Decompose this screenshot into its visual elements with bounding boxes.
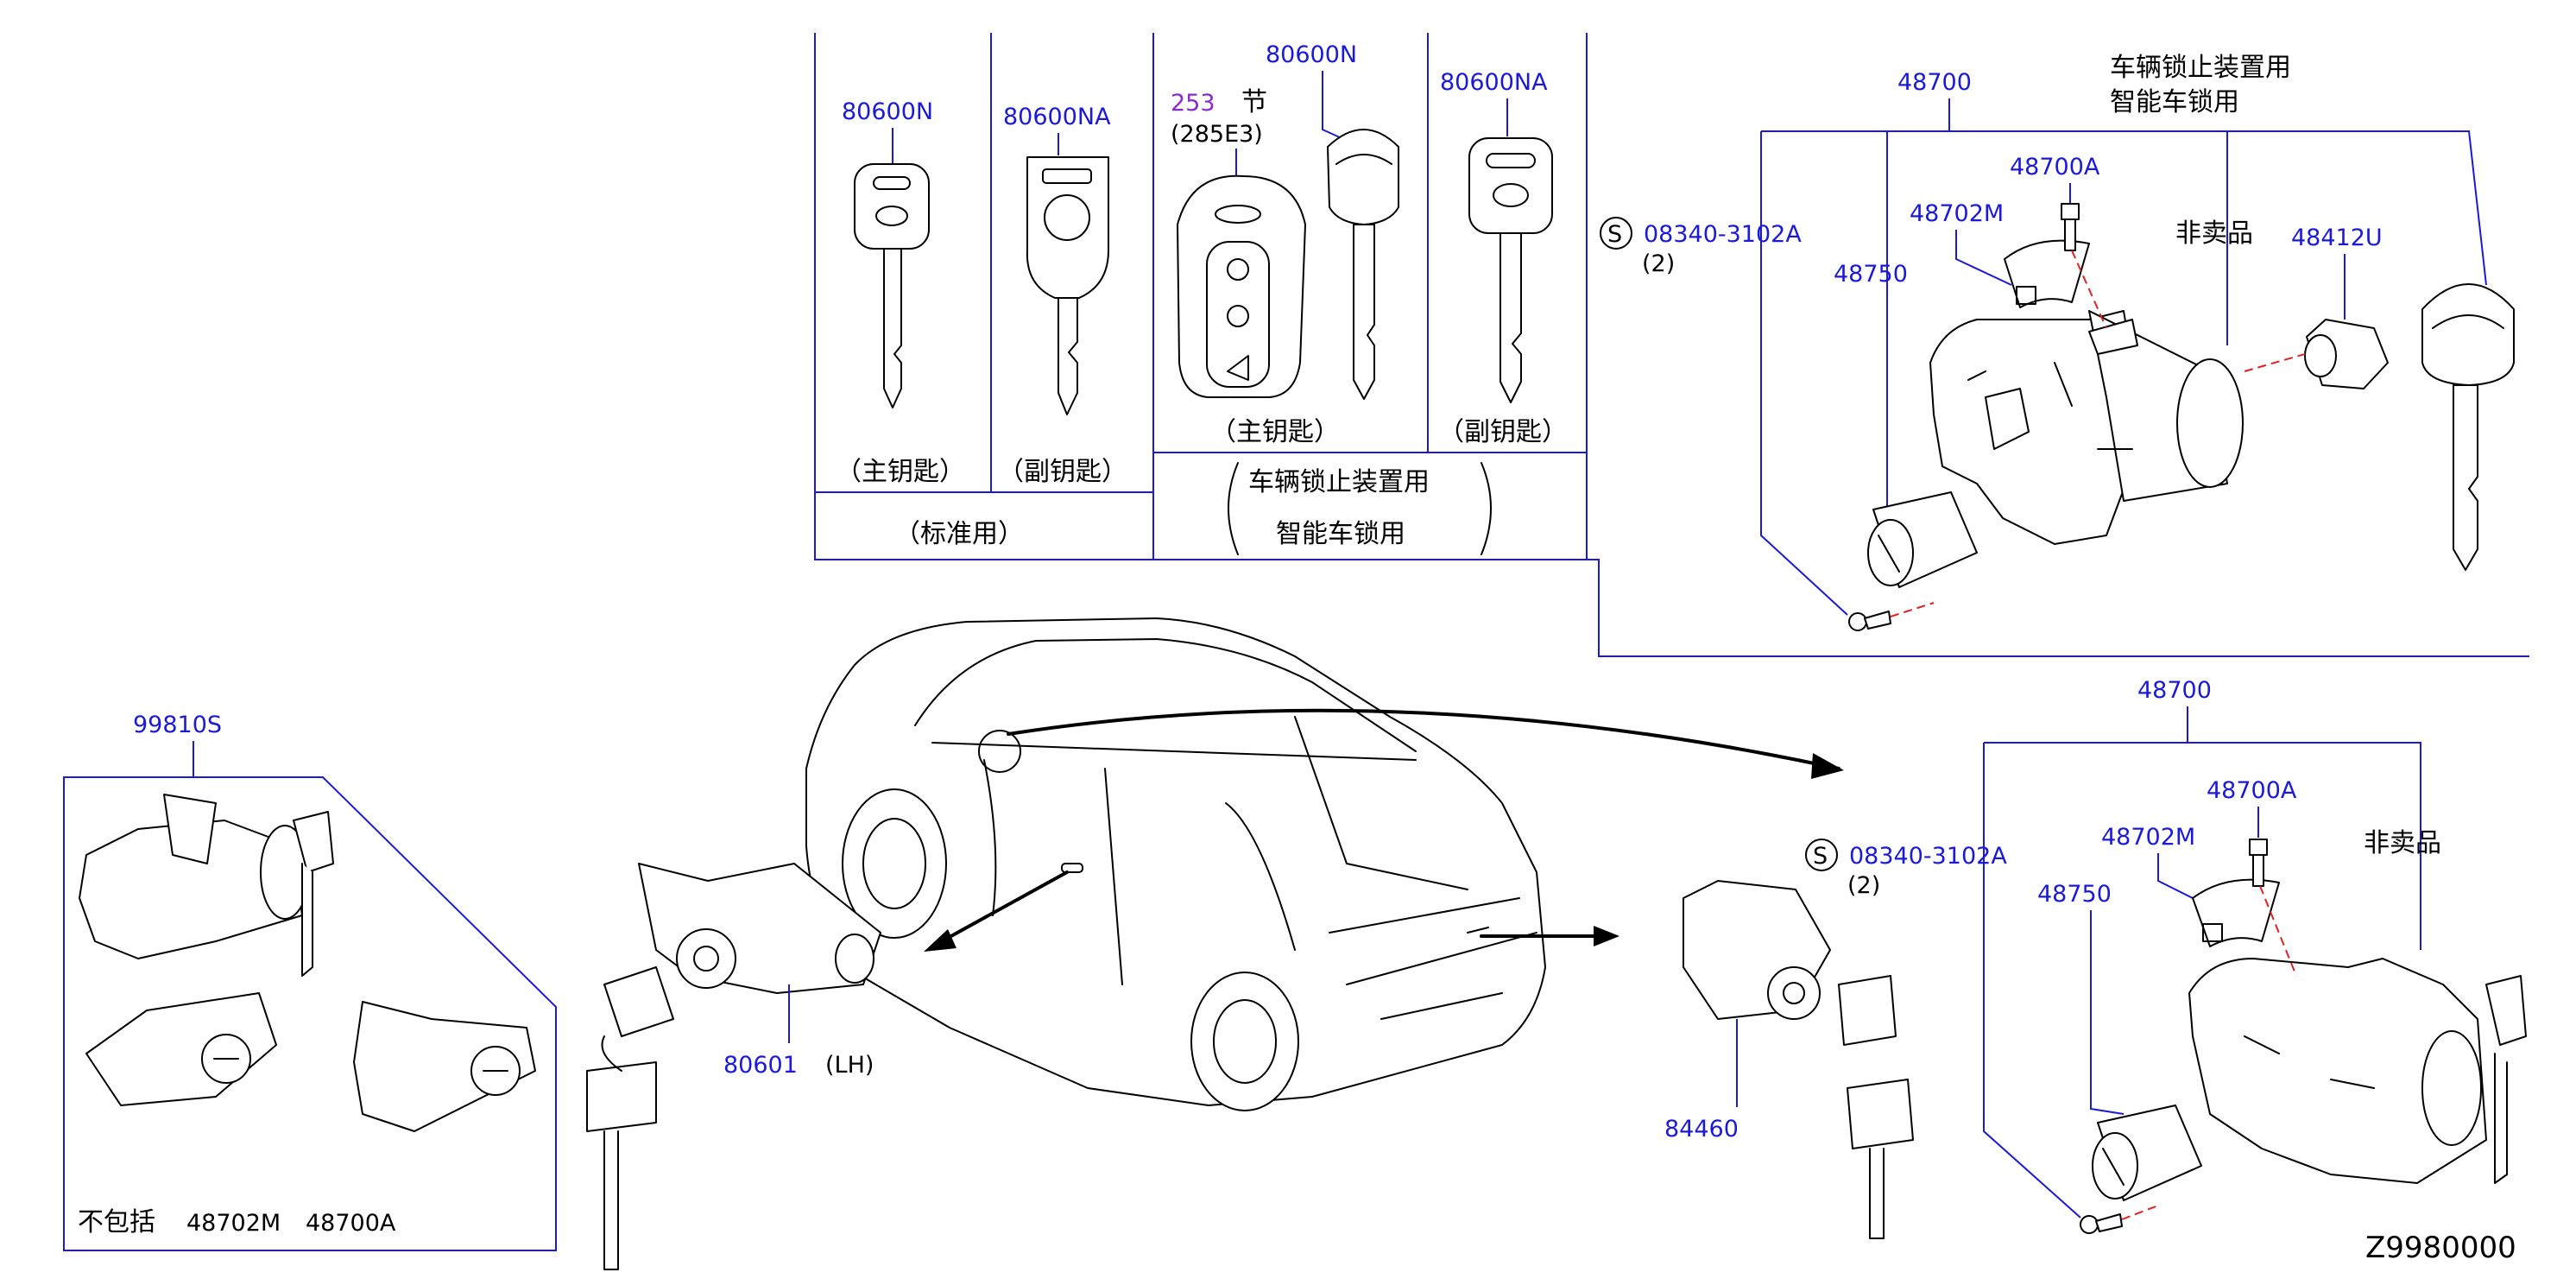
- guide-line: [1890, 602, 1935, 617]
- section-ref-253[interactable]: 253: [1171, 90, 1215, 117]
- door-lock-side: (LH): [825, 1052, 874, 1079]
- not-for-sale-upper: 非卖品: [2175, 218, 2253, 249]
- lock-set-kit: 99810S 不包括 48702M 48700A: [63, 712, 557, 1251]
- guide-line: [2244, 353, 2306, 372]
- screw-illustration: [1848, 611, 1891, 631]
- screw-symbol-circle-lower: [1805, 839, 1838, 871]
- smart-key-fob-illustration: [1177, 174, 1306, 398]
- leader-line: [2090, 910, 2125, 1115]
- smart-key-code: (285E3): [1171, 121, 1263, 148]
- part-number-80600NA[interactable]: 80600NA: [1003, 104, 1111, 130]
- label-master-key-smart: （主钥匙）: [1210, 417, 1340, 447]
- label-excludes: 不包括: [78, 1207, 155, 1238]
- label-sub-key-smart: （副钥匙）: [1438, 417, 1568, 447]
- screw-symbol-lower: S: [1813, 843, 1828, 870]
- transponder-48412U-illustration: [2304, 319, 2389, 389]
- leader-line: [1955, 230, 2012, 286]
- part-number-48700-upper[interactable]: 48700: [1897, 69, 1972, 96]
- screw-quantity: (2): [1642, 250, 1675, 277]
- part-number-99810S[interactable]: 99810S: [133, 712, 222, 738]
- callout-arrows: [924, 708, 1844, 952]
- bracket-48700: [1761, 130, 2487, 286]
- upper-box-border: [1587, 559, 2529, 657]
- note-immobilizer-2: 智能车锁用: [2110, 87, 2239, 117]
- part-number-08340-3102A-upper[interactable]: 08340-3102A: [1644, 221, 1802, 248]
- ignition-body-illustration: [1929, 239, 2244, 545]
- part-number-48750-upper[interactable]: 48750: [1834, 261, 1908, 288]
- label-standard: （标准用）: [894, 519, 1024, 549]
- part-number-80600NA-smart[interactable]: 80600NA: [1440, 69, 1548, 96]
- guide-line: [2259, 885, 2297, 977]
- label-immobilizer-2: 智能车锁用: [1276, 519, 1405, 549]
- upper-ignition-assembly: 48700 车辆锁止装置用 智能车锁用 S 08340-3102A (2) 48…: [1587, 53, 2529, 657]
- excluded-part-48700A: 48700A: [306, 1210, 396, 1237]
- door-lock-assembly: 80601 (LH): [586, 863, 881, 1270]
- bracket-left: [1228, 462, 1239, 555]
- lower-ignition-body-illustration: [2188, 878, 2527, 1184]
- leader-line: [1322, 71, 1342, 139]
- lower-ignition-assembly: 48700 S 08340-3102A (2) 48700A 48702M 非卖…: [1805, 677, 2527, 1234]
- part-number-48750-lower[interactable]: 48750: [2037, 881, 2112, 908]
- key-cylinder-illustration: [1867, 491, 1978, 588]
- lower-screw-illustration: [2080, 1213, 2123, 1234]
- part-number-84460[interactable]: 84460: [1664, 1116, 1739, 1143]
- leader-line: [1983, 743, 2081, 1219]
- screw-symbol: S: [1607, 221, 1622, 248]
- emergency-key-illustration: [1327, 129, 1399, 400]
- part-number-80601[interactable]: 80601: [723, 1052, 798, 1079]
- car-illustration: [805, 617, 1546, 1111]
- bracket-right: [1481, 462, 1492, 555]
- kit-door-cylinder-illustration: [85, 992, 277, 1106]
- guide-line: [2071, 250, 2107, 329]
- part-number-48702M-lower[interactable]: 48702M: [2101, 824, 2195, 851]
- key-table-border: [814, 33, 1588, 560]
- label-immobilizer-1: 车辆锁止装置用: [1248, 467, 1430, 497]
- leader-line: [1760, 131, 1848, 616]
- master-key-illustration: [854, 163, 930, 408]
- label-master-key: （主钥匙）: [836, 457, 965, 487]
- guide-line: [2121, 1205, 2159, 1220]
- part-number-48412U[interactable]: 48412U: [2291, 225, 2383, 251]
- sub-key-illustration: [1026, 156, 1109, 415]
- key-table: 80600N （主钥匙） 80600NA （副钥匙） 253 节 (285E3): [814, 33, 1588, 560]
- bolt-48700A-illustration: [2061, 203, 2080, 251]
- part-number-48700A-upper[interactable]: 48700A: [2010, 154, 2100, 180]
- sub-key-smart-illustration: [1468, 137, 1553, 403]
- part-number-48702M-upper[interactable]: 48702M: [1910, 200, 2004, 227]
- leader-line: [1886, 131, 1916, 510]
- section-suffix: 节: [1241, 87, 1267, 117]
- screw-quantity-lower: (2): [1847, 872, 1880, 899]
- trunk-lock-assembly: 84460: [1664, 880, 1914, 1239]
- lower-key-cylinder-illustration: [2092, 1105, 2202, 1201]
- kit-ignition-illustration: [79, 794, 334, 977]
- kit-trunk-cylinder-illustration: [353, 1001, 536, 1132]
- excluded-part-48702M: 48702M: [186, 1210, 281, 1237]
- not-for-sale-lower: 非卖品: [2364, 828, 2441, 858]
- part-number-48700-lower[interactable]: 48700: [2137, 677, 2212, 704]
- ignition-key-illustration: [2421, 283, 2515, 571]
- label-sub-key: （副钥匙）: [998, 457, 1127, 487]
- part-number-80600N-emergency[interactable]: 80600N: [1266, 41, 1357, 68]
- part-number-08340-3102A-lower[interactable]: 08340-3102A: [1849, 843, 2007, 870]
- lower-bolt-48700A-illustration: [2249, 839, 2268, 887]
- part-number-48700A-lower[interactable]: 48700A: [2207, 777, 2297, 804]
- note-immobilizer-1: 车辆锁止装置用: [2110, 53, 2291, 83]
- screw-symbol-circle: [1600, 217, 1632, 250]
- part-number-80600N[interactable]: 80600N: [842, 98, 933, 125]
- kit-box-border: [63, 776, 557, 1251]
- figure-code: Z9980000: [2365, 1231, 2516, 1265]
